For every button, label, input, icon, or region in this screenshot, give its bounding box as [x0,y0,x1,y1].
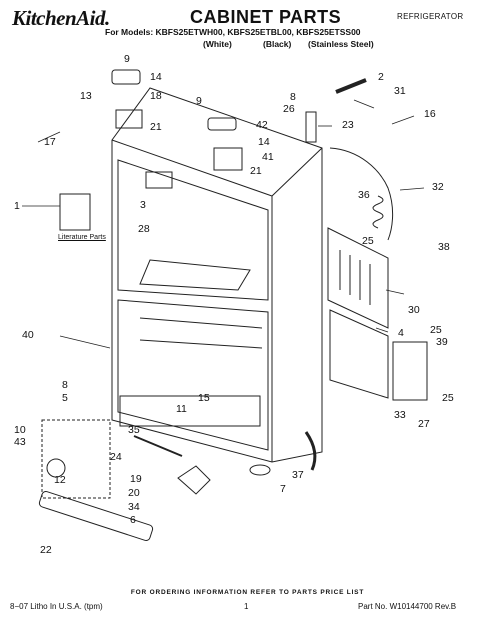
callout-40: 40 [22,329,34,341]
callout-15: 15 [198,392,210,404]
lower-parts [38,419,317,541]
brand-logo: KitchenAid. [12,6,110,30]
leader-lines [22,99,425,349]
page-number: 1 [244,602,249,611]
callout-42: 42 [256,119,268,131]
callout-32: 32 [432,181,444,193]
callout-4: 4 [398,327,404,339]
callout-10: 10 [14,424,26,436]
category-label: REFRIGERATOR [397,12,464,21]
callout-14: 14 [150,71,162,83]
power-cord [305,78,394,241]
callout-25c: 25 [442,392,454,404]
callout-41: 41 [262,151,274,163]
callout-30: 30 [408,304,420,316]
callout-35: 35 [128,424,140,436]
callout-18: 18 [150,90,162,102]
callout-34: 34 [128,501,140,513]
callout-13: 13 [80,90,92,102]
callout-25: 25 [362,235,374,247]
callout-25b: 25 [430,324,442,336]
part-number: Part No. W10144700 Rev.B [358,602,457,611]
callout-8b: 8 [62,379,68,391]
callout-24: 24 [110,451,122,463]
callout-16: 16 [424,108,436,120]
cabinet-body [111,87,323,463]
callout-12: 12 [54,474,66,486]
hinge-assemblies [111,69,243,189]
callout-27: 27 [418,418,430,430]
callout-7: 7 [280,483,286,495]
page-title: CABINET PARTS [190,7,342,27]
ordering-note: FOR ORDERING INFORMATION REFER TO PARTS … [130,589,365,596]
callout-9: 9 [124,53,130,65]
callout-43: 43 [14,436,26,448]
callout-23: 23 [342,119,354,131]
callout-6: 6 [130,514,136,526]
callout-19: 19 [130,473,142,485]
callout-9b: 9 [196,95,202,107]
callout-14b: 14 [258,136,270,148]
literature-booklet [59,193,91,231]
callout-21b: 21 [250,165,262,177]
callout-31: 31 [394,85,406,97]
callout-8: 8 [290,91,296,103]
callout-1: 1 [14,200,20,212]
variant-stainless: (Stainless Steel) [308,39,374,49]
callout-39: 39 [436,336,448,348]
callout-5: 5 [62,392,68,404]
callout-2: 2 [378,71,384,83]
callout-11: 11 [176,403,187,415]
callout-20: 20 [128,487,140,499]
callout-36: 36 [358,189,370,201]
callout-37: 37 [292,469,304,481]
literature-parts-label: Literature Parts [58,234,106,241]
callout-3: 3 [140,199,146,211]
litho-info: 8−07 Litho In U.S.A. (tpm) [10,602,103,611]
compartment-cover [327,227,428,401]
callout-17: 17 [44,136,56,148]
variant-black: (Black) [263,39,292,49]
variant-white: (White) [203,39,232,49]
callout-33: 33 [394,409,406,421]
callout-21: 21 [150,121,162,133]
callout-38: 38 [438,241,450,253]
callout-26: 26 [283,103,295,115]
callout-22: 22 [40,544,52,556]
callout-28: 28 [138,223,150,235]
models-line: For Models: KBFS25ETWH00, KBFS25ETBL00, … [105,27,361,37]
